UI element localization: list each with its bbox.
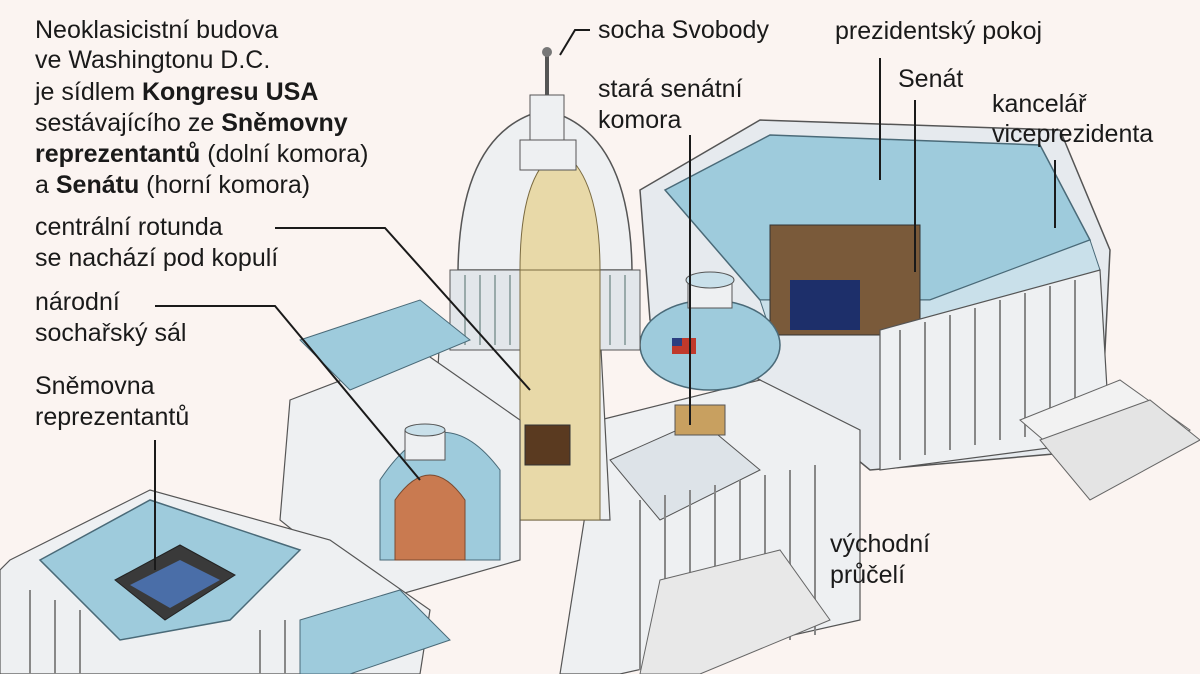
label-senate: Senát: [898, 65, 964, 93]
label-presidents-room: prezidentský pokoj: [835, 17, 1043, 45]
leader-rotunda: [275, 227, 531, 391]
label-statuary-line2: sochařský sál: [35, 319, 187, 347]
label-old-senate-line2: komora: [598, 106, 682, 134]
intro-text: (dolní komora): [200, 140, 369, 168]
house-wing: [0, 489, 451, 674]
intro-text: (horní komora): [139, 171, 311, 199]
intro-line-1: Neoklasicistní budova: [35, 16, 279, 44]
intro-bold-representatives: reprezentantů: [35, 140, 201, 168]
label-rotunda-line1: centrální rotunda: [35, 213, 223, 241]
intro-text: je sídlem: [35, 78, 142, 106]
leader-statue: [559, 29, 590, 56]
statuary-hall: [279, 299, 521, 601]
intro-bold-congress: Kongresu USA: [141, 78, 319, 106]
label-vp-office-line1: kancelář: [992, 90, 1087, 118]
label-house-line1: Sněmovna: [35, 372, 155, 400]
label-statuary-line1: národní: [35, 288, 120, 316]
central-section: [559, 379, 861, 674]
leader-lines: [154, 29, 1056, 570]
intro-line-5: reprezentantů (dolní komora): [35, 138, 368, 170]
label-vp-office-line2: viceprezidenta: [992, 120, 1154, 148]
label-east-front-line2: průčelí: [830, 561, 906, 589]
intro-line-2: ve Washingtonu D.C.: [35, 46, 271, 74]
label-house-line2: reprezentantů: [35, 403, 190, 431]
label-statue-of-freedom: socha Svobody: [598, 16, 769, 44]
label-east-front-line1: východní: [830, 530, 931, 558]
intro-line-3: je sídlem Kongresu USA: [35, 76, 318, 108]
label-old-senate-line1: stará senátní: [598, 75, 743, 103]
intro-bold-senate: Senátu: [55, 171, 140, 199]
intro-line-4: sestávajícího ze Sněmovny: [35, 107, 348, 139]
intro-text: a: [35, 171, 56, 199]
intro-bold-house: Sněmovny: [221, 109, 348, 137]
old-senate-dome: [639, 271, 781, 436]
label-rotunda-line2: se nachází pod kopulí: [35, 244, 279, 272]
intro-text: sestávajícího ze: [35, 109, 222, 137]
senate-wing: [639, 119, 1200, 501]
leader-statuary: [155, 305, 421, 481]
intro-line-6: a Senátu (horní komora): [35, 169, 310, 201]
